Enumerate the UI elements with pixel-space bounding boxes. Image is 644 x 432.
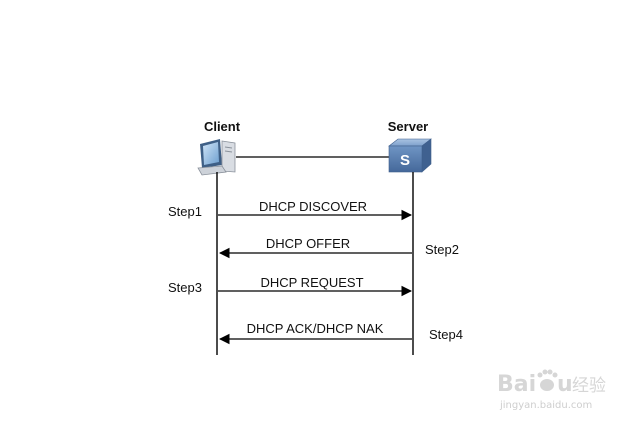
watermark-brand-cn: 经验 bbox=[572, 376, 606, 396]
message-request-label: DHCP REQUEST bbox=[260, 275, 363, 290]
paw-icon bbox=[537, 369, 558, 391]
watermark-brand-part1: Bai bbox=[497, 372, 536, 397]
client-label: Client bbox=[204, 119, 241, 134]
watermark: Bai u 经验 jingyan.baidu.com bbox=[497, 369, 606, 411]
message-ack-nak-label: DHCP ACK/DHCP NAK bbox=[247, 321, 384, 336]
server-label: Server bbox=[388, 119, 428, 134]
switch-icon-letter: S bbox=[400, 152, 410, 169]
message-discover-label: DHCP DISCOVER bbox=[259, 199, 367, 214]
computer-icon bbox=[197, 139, 236, 176]
step2-label: Step2 bbox=[425, 242, 459, 257]
step4-label: Step4 bbox=[429, 327, 463, 342]
step3-label: Step3 bbox=[168, 280, 202, 295]
switch-icon: S bbox=[388, 138, 432, 173]
watermark-brand-part2: u bbox=[557, 372, 573, 397]
message-offer-label: DHCP OFFER bbox=[266, 236, 350, 251]
step1-label: Step1 bbox=[168, 204, 202, 219]
watermark-url: jingyan.baidu.com bbox=[499, 400, 592, 411]
